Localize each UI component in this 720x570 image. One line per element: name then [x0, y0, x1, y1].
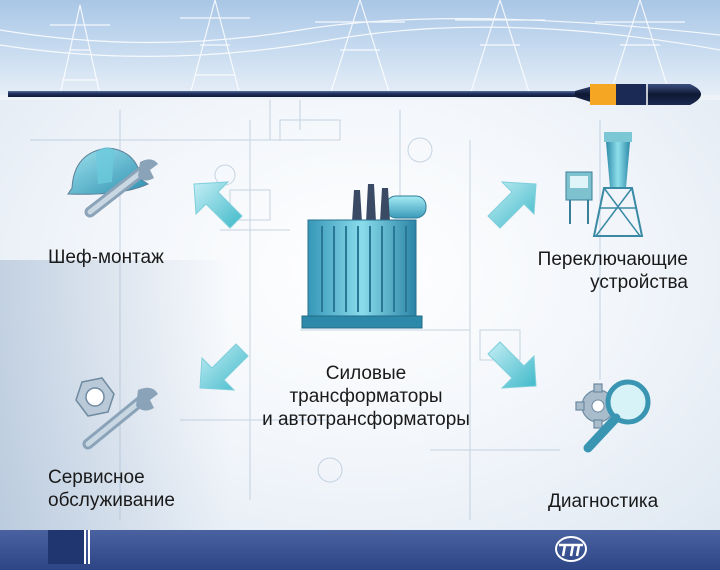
header-tube-bar: [8, 84, 701, 105]
header-sky-background: [0, 0, 720, 95]
footer-accent-square: [48, 530, 86, 564]
label-service: Сервисное обслуживание: [48, 466, 175, 512]
nut-wrench-icon: [75, 377, 158, 450]
label-switching-line2: устройства: [590, 272, 688, 293]
arrow-bottom-right: [487, 341, 537, 389]
transformer-icon: [301, 184, 427, 329]
label-diagnostics: Диагностика: [548, 491, 659, 512]
label-power-transformers: Силовые трансформаторы и автотрансформат…: [226, 362, 506, 431]
label-center-line3: и автотрансформаторы: [262, 409, 470, 430]
arrow-bottom-left: [199, 343, 249, 391]
label-service-line2: обслуживание: [48, 490, 175, 511]
gear-magnifier-icon: [575, 379, 651, 453]
label-center-line2: трансформаторы: [289, 386, 443, 407]
switchgear-icon: [565, 132, 644, 237]
label-switching-line1: Переключающие: [537, 249, 688, 270]
left-shade: [0, 260, 230, 530]
label-installation: Шеф-монтаж: [48, 247, 164, 268]
arrow-top-right: [487, 181, 537, 229]
label-service-line1: Сервисное: [48, 467, 145, 488]
hardhat-wrench-icon: [67, 147, 158, 218]
label-center-line1: Силовые: [325, 363, 407, 384]
power-pylons: [0, 0, 720, 96]
company-logo: [555, 536, 587, 562]
arrow-top-left: [193, 181, 243, 229]
circuit-lines: [30, 100, 601, 520]
footer-bar: [0, 530, 720, 570]
label-switching-devices: Переключающие устройства: [492, 248, 688, 294]
footer-divider: [88, 530, 90, 564]
